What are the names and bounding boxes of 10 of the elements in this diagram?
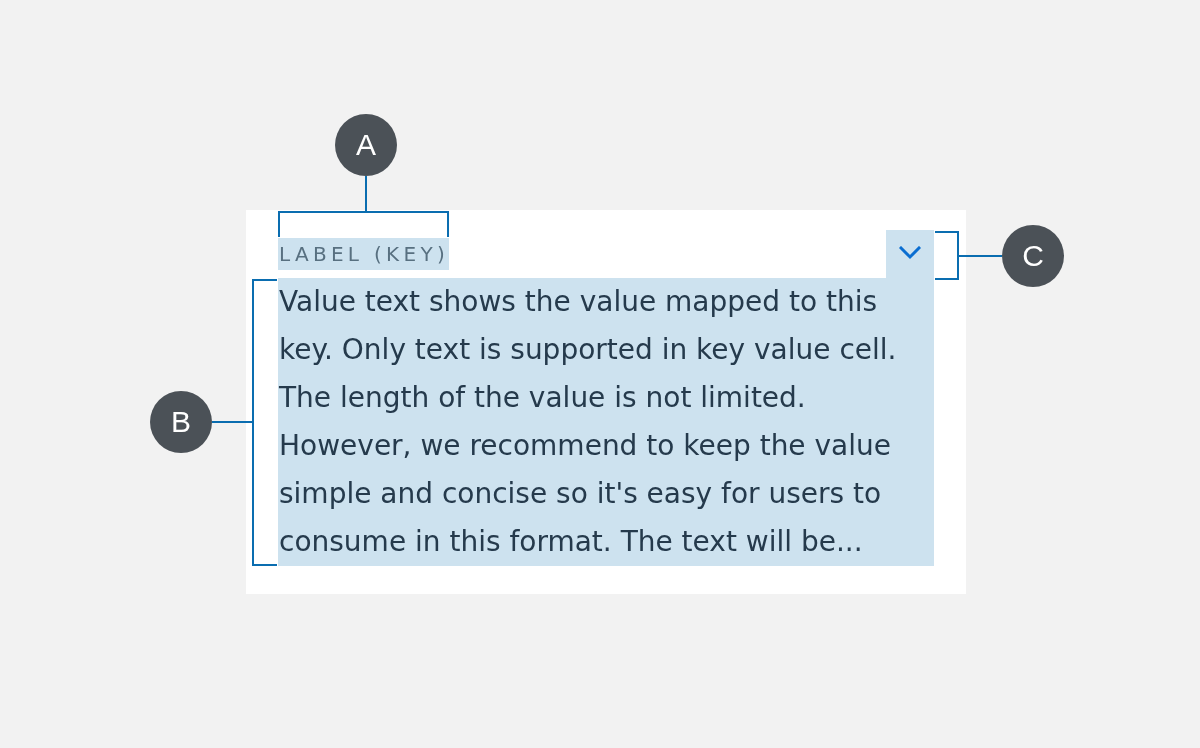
highlighted-key-label: LABEL (KEY) xyxy=(278,238,449,270)
callout-badge: A xyxy=(335,114,397,176)
callout-badge: B xyxy=(150,391,212,453)
leader-line xyxy=(211,279,278,566)
card xyxy=(246,210,966,594)
callout-badge: C xyxy=(1002,225,1064,287)
leader-line xyxy=(278,175,449,238)
highlighted-value-text: Value text shows the value mapped to this key. Only text is supported in key value cell. The length of the value is not limited. However, we recommend to keep the value simple and concise so it's easy for users to consume in this format. The text will be... xyxy=(278,278,934,566)
leader-line xyxy=(934,231,1003,280)
chevron-button xyxy=(886,230,934,278)
